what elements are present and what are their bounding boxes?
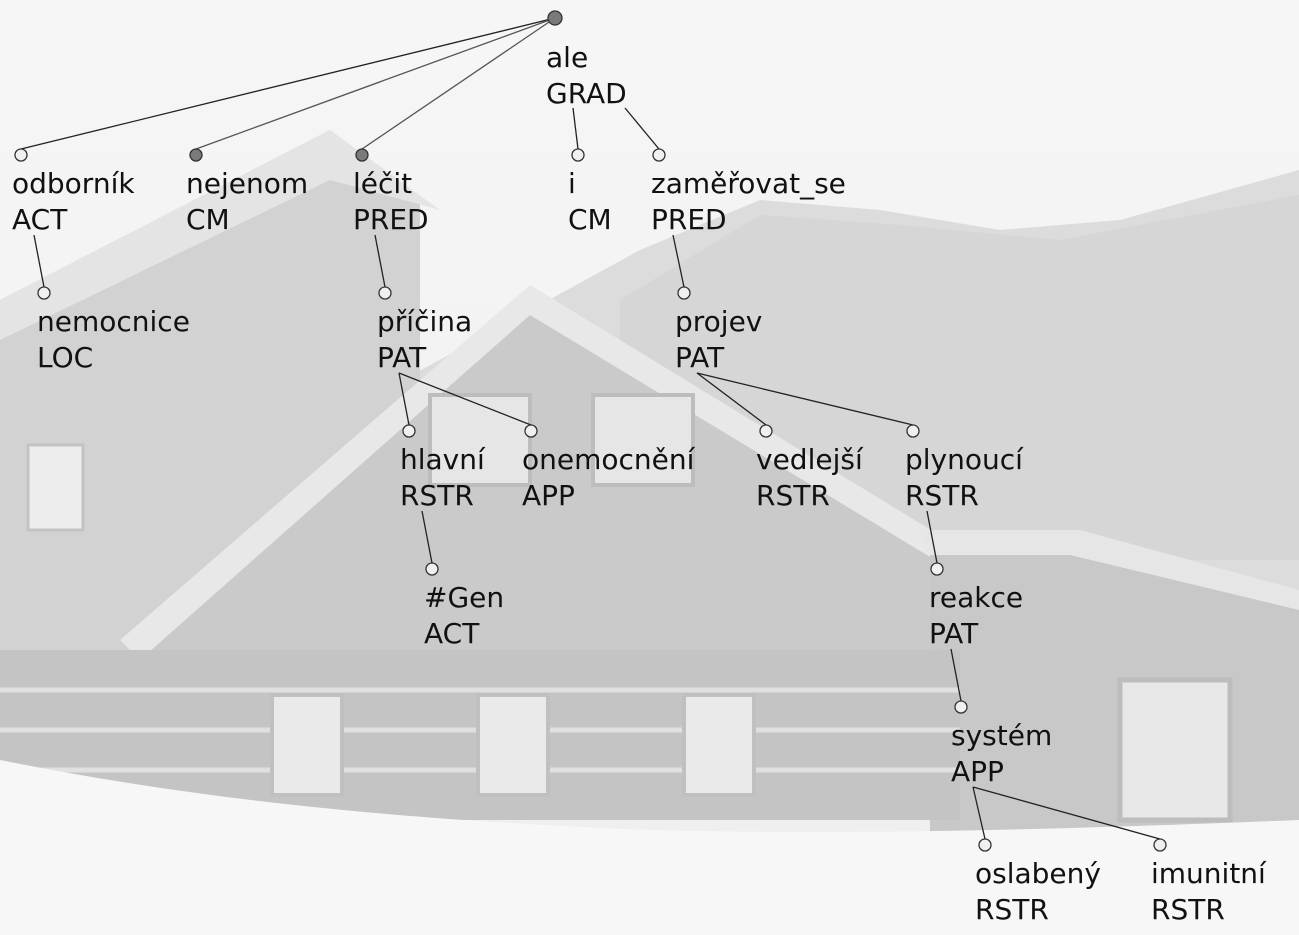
- tree-edge-projev-vedlejsi: [696, 372, 767, 426]
- node-functor-zamerovat: PRED: [651, 203, 727, 236]
- tree-labels: aleGRADodborníkACTnejenomCMléčitPREDiCMz…: [12, 41, 1267, 926]
- node-functor-imunitni: RSTR: [1151, 893, 1225, 926]
- node-lemma-onemocneni: onemocnění: [522, 443, 696, 476]
- tree-node-gen: [425, 562, 439, 576]
- node-functor-lecit: PRED: [353, 203, 429, 236]
- tree-edge-root-nejenom: [195, 17, 556, 150]
- tree-node-pricina: [378, 286, 392, 300]
- tree-edge-root-lecit: [361, 17, 556, 150]
- node-lemma-oslabeny: oslabený: [975, 857, 1101, 890]
- node-functor-oslabeny: RSTR: [975, 893, 1049, 926]
- node-lemma-pricina: příčina: [377, 305, 472, 338]
- node-functor-reakce: PAT: [929, 617, 979, 650]
- tree-edge-zamerovat-projev: [672, 234, 685, 288]
- tree-node-oslabeny: [978, 838, 992, 852]
- tree-edge-odbornik-nemocnice: [33, 234, 45, 288]
- tree-node-zamerovat: [652, 148, 666, 162]
- node-lemma-nemocnice: nemocnice: [37, 305, 190, 338]
- tree-node-i: [571, 148, 585, 162]
- node-lemma-system: systém: [951, 719, 1052, 752]
- node-lemma-lecit: léčit: [353, 167, 412, 200]
- node-lemma-odbornik: odborník: [12, 167, 135, 200]
- node-functor-plynouci: RSTR: [905, 479, 979, 512]
- node-functor-projev: PAT: [675, 341, 725, 374]
- tree-node-lecit: [355, 148, 369, 162]
- node-lemma-reakce: reakce: [929, 581, 1023, 614]
- tree-edge-ale-i: [572, 107, 579, 150]
- tree-edge-system-imunitni: [972, 786, 1161, 840]
- node-functor-system: APP: [951, 755, 1004, 788]
- node-lemma-ale: ale: [546, 41, 588, 74]
- node-lemma-hlavni: hlavní: [400, 443, 486, 476]
- node-lemma-vedlejsi: vedlejší: [756, 443, 864, 476]
- tree-nodes: [14, 10, 1167, 852]
- tree-node-hlavni: [402, 424, 416, 438]
- tree-edge-ale-zamerovat: [624, 107, 660, 150]
- tree-node-nemocnice: [37, 286, 51, 300]
- tree-edge-system-oslabeny: [972, 786, 986, 840]
- tree-node-root: [547, 10, 563, 26]
- tree-edge-pricina-onemocneni: [398, 372, 532, 426]
- node-functor-nemocnice: LOC: [37, 341, 93, 374]
- node-functor-odbornik: ACT: [12, 203, 68, 236]
- tree-edge-lecit-pricina: [374, 234, 386, 288]
- node-functor-i: CM: [568, 203, 612, 236]
- tree-edge-plynouci-reakce: [926, 510, 938, 564]
- tree-node-system: [954, 700, 968, 714]
- node-functor-nejenom: CM: [186, 203, 230, 236]
- tree-node-odbornik: [14, 148, 28, 162]
- node-lemma-imunitni: imunitní: [1151, 857, 1267, 890]
- node-functor-pricina: PAT: [377, 341, 427, 374]
- node-lemma-zamerovat: zaměřovat_se: [651, 167, 846, 200]
- tree-edge-pricina-hlavni: [398, 372, 410, 426]
- node-functor-gen: ACT: [424, 617, 480, 650]
- node-lemma-i: i: [568, 167, 576, 200]
- tree-node-imunitni: [1153, 838, 1167, 852]
- tree-node-nejenom: [189, 148, 203, 162]
- node-functor-onemocneni: APP: [522, 479, 575, 512]
- node-lemma-gen: #Gen: [424, 581, 504, 614]
- tree-node-vedlejsi: [759, 424, 773, 438]
- node-lemma-projev: projev: [675, 305, 762, 338]
- tree-node-onemocneni: [524, 424, 538, 438]
- node-lemma-plynouci: plynoucí: [905, 443, 1024, 476]
- node-functor-vedlejsi: RSTR: [756, 479, 830, 512]
- tree-edges: [20, 11, 1161, 840]
- node-functor-hlavni: RSTR: [400, 479, 474, 512]
- tree-edge-projev-plynouci: [696, 372, 914, 426]
- tree-edge-hlavni-gen: [421, 510, 433, 564]
- tree-node-projev: [677, 286, 691, 300]
- node-lemma-nejenom: nejenom: [186, 167, 308, 200]
- node-functor-ale: GRAD: [546, 77, 627, 110]
- tree-edge-root-odbornik: [20, 17, 556, 150]
- tree-edge-reakce-system: [950, 648, 962, 702]
- tree-node-plynouci: [906, 424, 920, 438]
- tree-node-reakce: [930, 562, 944, 576]
